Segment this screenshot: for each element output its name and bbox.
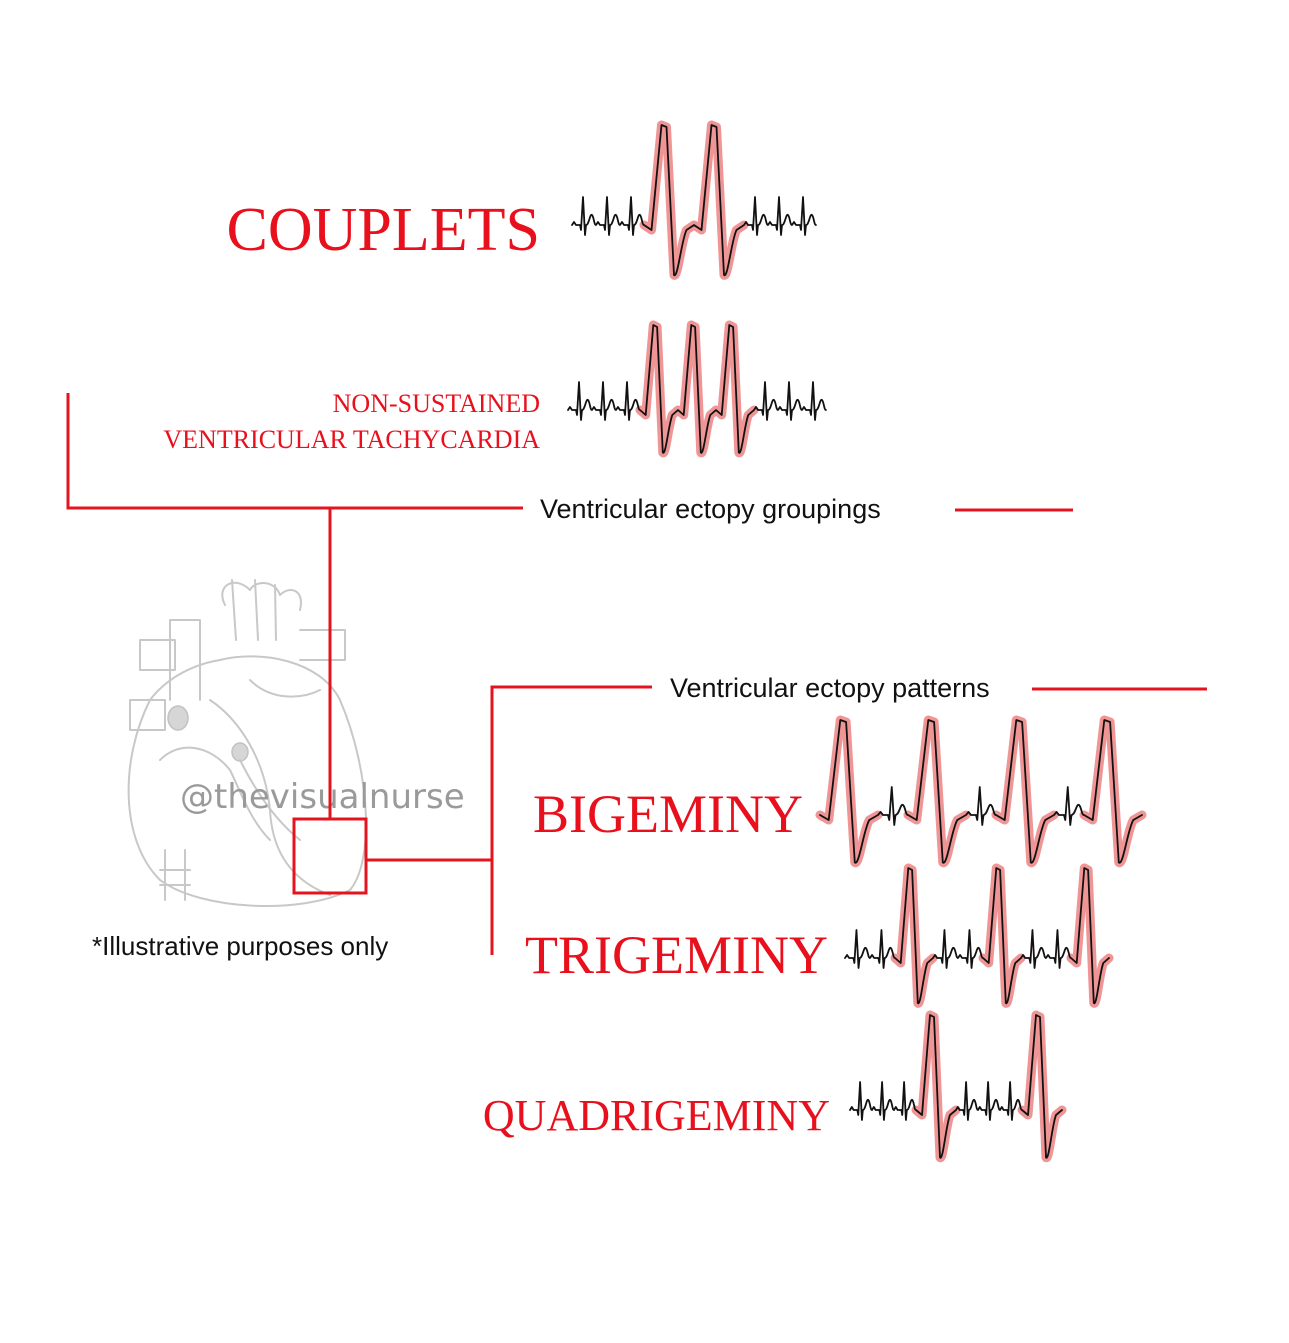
trigeminy-label: TRIGEMINY [525,925,828,985]
heart-anatomy-icon [127,579,367,907]
groupings-label: Ventricular ectopy groupings [540,494,881,524]
ecg-trace-trigeminy [844,867,1110,1004]
ecg-strip-bigeminy [815,715,1147,868]
ecg-strip-nsvt [567,320,827,458]
nsvt-label-line2: VENTRICULAR TACHYCARDIA [163,425,540,454]
patterns-label: Ventricular ectopy patterns [670,673,990,703]
connector-lines [66,393,1207,955]
ecg-trace-bigeminy [819,719,1143,864]
ecg-trace-nsvt [567,324,827,454]
ventricle-focus-box [292,817,368,895]
bigeminy-label: BIGEMINY [533,784,803,844]
ecg-trace-couplets [571,124,817,276]
ecg-strip-trigeminy [844,863,1114,1008]
patterns-bracket [490,685,652,955]
groupings-bracket [66,393,523,510]
ecg-highlight-trigeminy [890,863,1114,1008]
nsvt-label-line1: NON-SUSTAINED [333,389,540,418]
disclaimer-text: *Illustrative purposes only [92,931,388,961]
quadrigeminy-label: QUADRIGEMINY [483,1091,830,1140]
ecg-highlight-bigeminy [815,715,1147,868]
watermark-text: @thevisualnurse [180,777,465,817]
ecg-trace-quadrigeminy [849,1014,1063,1159]
couplets-label: COUPLETS [227,196,540,264]
ecg-strip-quadrigeminy [849,1010,1067,1163]
ecg-strip-couplets [571,120,817,280]
